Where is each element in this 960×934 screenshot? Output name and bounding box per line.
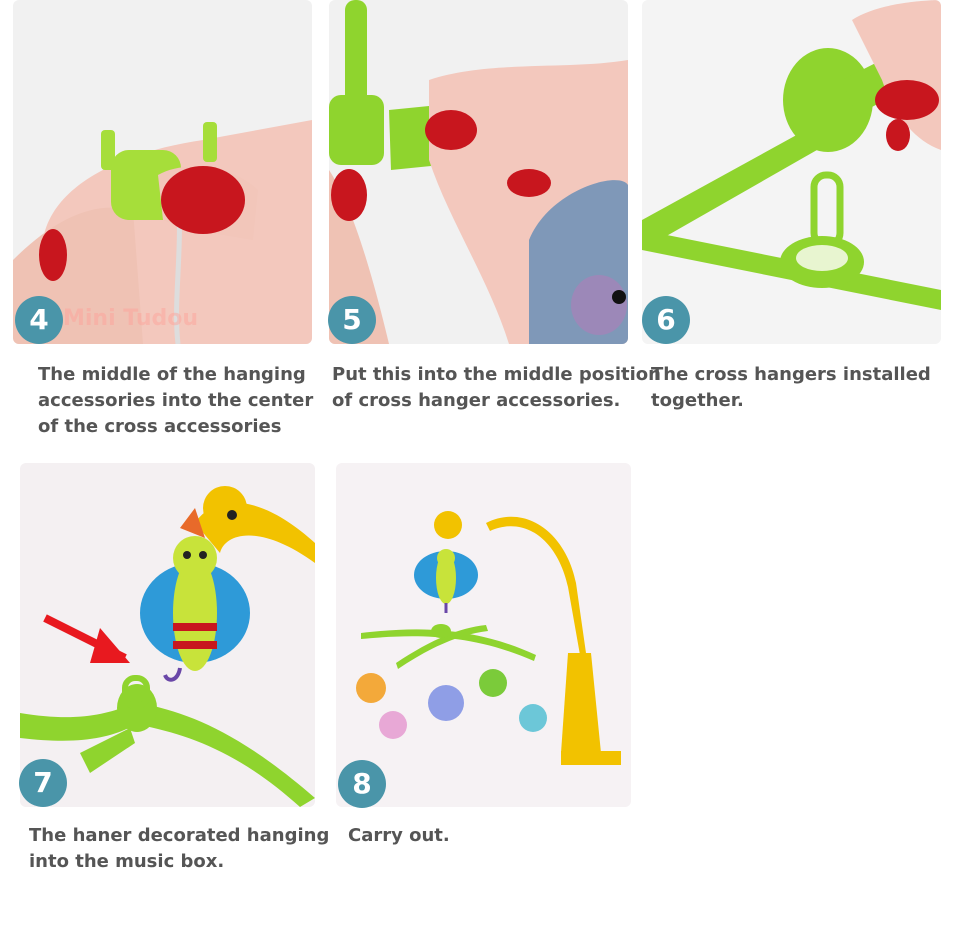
step-6-photo xyxy=(642,0,941,344)
step-7-illustration xyxy=(20,463,315,807)
step-7-badge: 7 xyxy=(19,759,67,807)
step-7-caption: The haner decorated hanging into the mus… xyxy=(29,825,330,872)
step-4-caption: The middle of the hanging accessories in… xyxy=(38,364,314,437)
step-5-illustration xyxy=(329,0,628,344)
step-5-badge: 5 xyxy=(328,296,376,344)
step-6-caption: The cross hangers installed together. xyxy=(651,364,931,411)
step-5-caption: Put this into the middle position of cro… xyxy=(332,364,661,411)
step-8-photo xyxy=(336,463,631,807)
step-8-illustration xyxy=(336,463,631,807)
watermark-text: Mini Tudou xyxy=(63,306,199,331)
step-8-badge: 8 xyxy=(338,760,386,808)
step-5-photo xyxy=(329,0,628,344)
step-4-badge: 4 xyxy=(15,296,63,344)
step-4-illustration xyxy=(13,0,312,344)
step-8-caption: Carry out. xyxy=(348,825,450,846)
step-4-photo: Mini Tudou xyxy=(13,0,312,344)
step-7-photo xyxy=(20,463,315,807)
step-6-illustration xyxy=(642,0,941,344)
step-6-badge: 6 xyxy=(642,296,690,344)
